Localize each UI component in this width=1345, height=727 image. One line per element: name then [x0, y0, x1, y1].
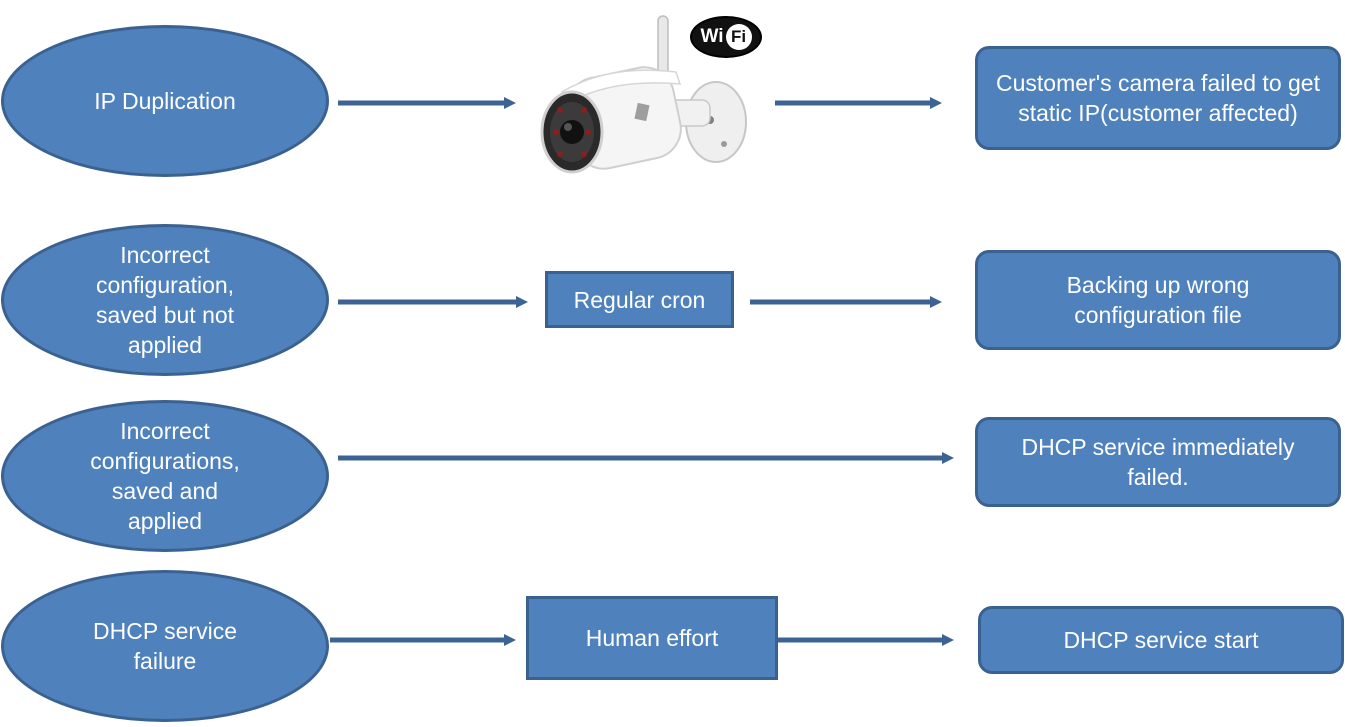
outcome-camera-failed: Customer's camera failed to get static I…: [975, 46, 1341, 150]
wifi-camera-icon: [540, 15, 747, 174]
wifi-wi-text: Wi: [700, 26, 724, 47]
outcome-dhcp-start: DHCP service start: [978, 606, 1344, 674]
outcome-label: Customer's camera failed to get static I…: [996, 70, 1320, 126]
cause-label: Incorrect configurations, saved and appl…: [90, 418, 240, 534]
cause-dhcp-service-failure: DHCP service failure: [1, 570, 329, 722]
outcome-label: DHCP service immediately failed.: [1021, 434, 1295, 490]
regular-cron-box: Regular cron: [545, 271, 734, 328]
wifi-fi-text: Fi: [725, 24, 752, 50]
regular-cron-label: Regular cron: [573, 286, 706, 313]
cause-ip-duplication: IP Duplication: [1, 25, 329, 177]
cause-label: Incorrect configuration, saved but not a…: [95, 242, 235, 358]
human-effort-box: Human effort: [526, 596, 778, 680]
human-effort-label: Human effort: [585, 625, 719, 651]
outcome-dhcp-failed: DHCP service immediately failed.: [975, 417, 1341, 507]
cause-incorrect-config-not-applied: Incorrect configuration, saved but not a…: [1, 224, 329, 376]
outcome-label: Backing up wrong configuration file: [1066, 272, 1250, 328]
outcome-label: DHCP service start: [1063, 627, 1259, 653]
outcome-backing-up-wrong: Backing up wrong configuration file: [975, 250, 1341, 350]
cause-label: DHCP service failure: [93, 618, 237, 674]
wifi-badge: Wi Fi: [690, 16, 762, 58]
cause-label: IP Duplication: [94, 88, 236, 114]
cause-incorrect-config-applied: Incorrect configurations, saved and appl…: [1, 400, 329, 552]
